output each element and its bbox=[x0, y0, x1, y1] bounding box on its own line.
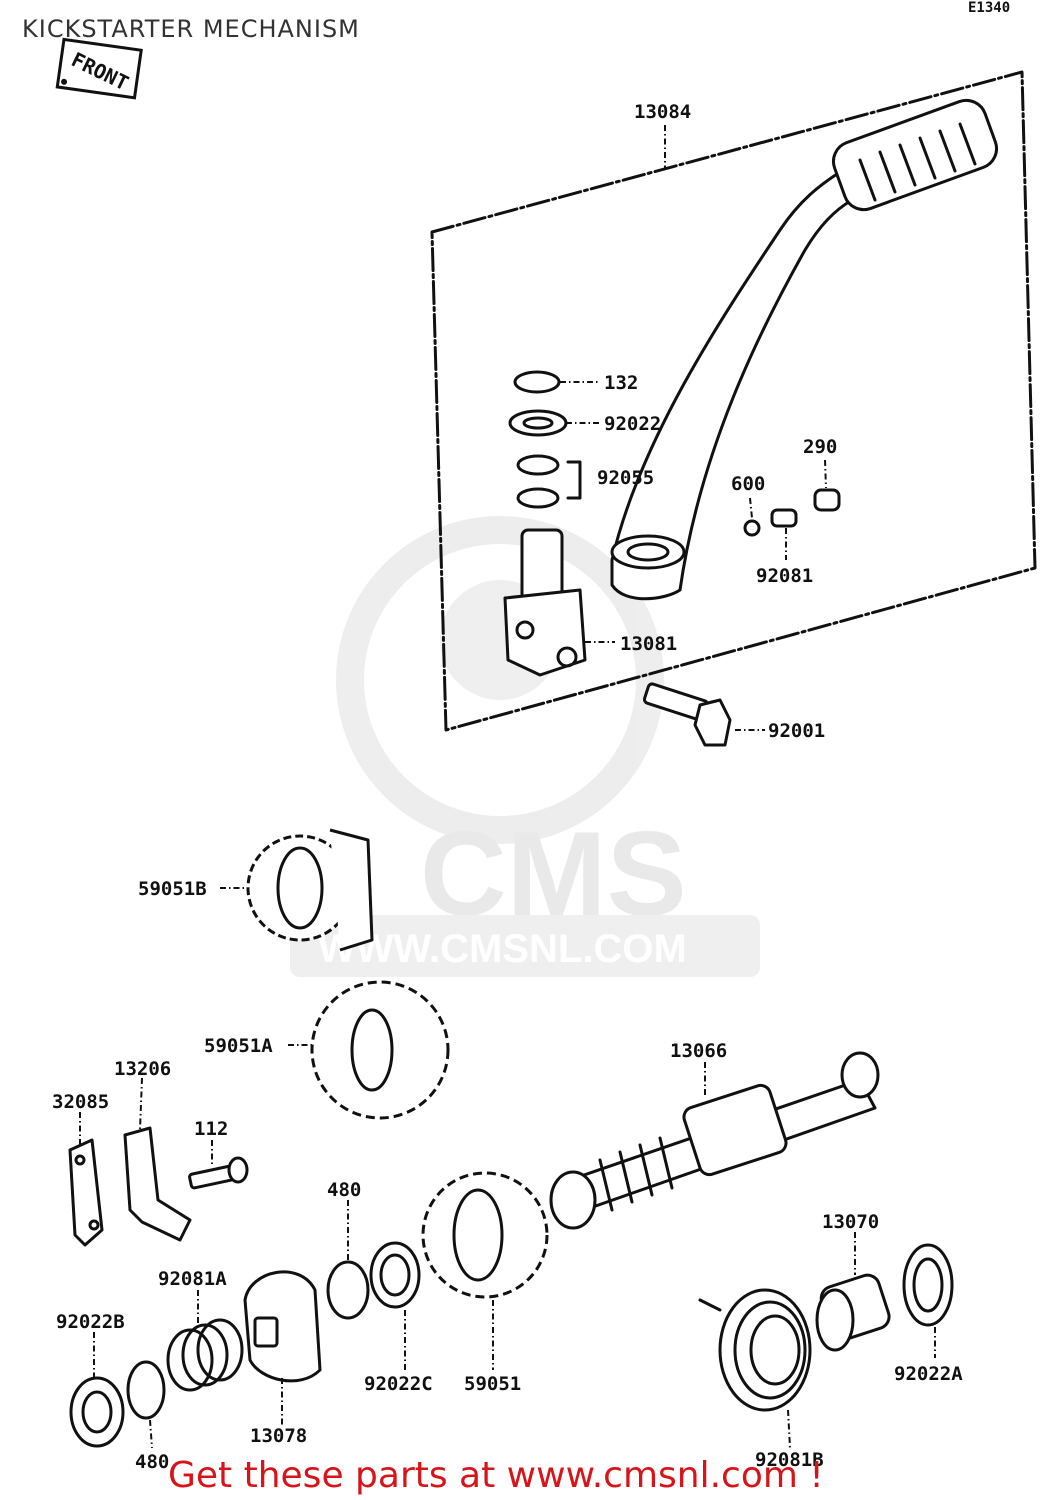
diagram-title: KICKSTARTER MECHANISM bbox=[22, 15, 360, 43]
label-92022c: 92022C bbox=[364, 1373, 433, 1395]
label-13070: 13070 bbox=[822, 1211, 879, 1233]
footer-shop-link[interactable]: Get these parts at www.cmsnl.com ! bbox=[168, 1455, 824, 1496]
label-13066: 13066 bbox=[670, 1040, 727, 1062]
label-92081: 92081 bbox=[756, 565, 813, 587]
label-92001: 92001 bbox=[768, 720, 825, 742]
label-92022: 92022 bbox=[604, 413, 661, 435]
circlip-132 bbox=[513, 370, 561, 394]
cmsnl-watermark: CMS WWW.CMSNL.COM bbox=[290, 516, 760, 977]
label-132: 132 bbox=[604, 372, 638, 394]
part-labels: 13084 132 92022 92055 290 600 92081 1308… bbox=[52, 101, 963, 1473]
washer-92022a bbox=[902, 1243, 954, 1327]
label-92022b: 92022B bbox=[56, 1311, 125, 1333]
washer-92022c bbox=[369, 1241, 421, 1309]
label-480-upper: 480 bbox=[327, 1179, 361, 1201]
label-290: 290 bbox=[803, 436, 837, 458]
label-59051b: 59051B bbox=[138, 878, 207, 900]
washer-92022b bbox=[69, 1376, 125, 1448]
label-59051a: 59051A bbox=[204, 1035, 273, 1057]
label-92081a: 92081A bbox=[158, 1268, 227, 1290]
ratchet-13078 bbox=[243, 1270, 322, 1383]
circlip-480-upper bbox=[326, 1260, 370, 1320]
label-13206: 13206 bbox=[114, 1058, 171, 1080]
spring-92081 bbox=[770, 508, 798, 528]
label-13078: 13078 bbox=[250, 1425, 307, 1447]
spring-guide-13070 bbox=[815, 1273, 891, 1352]
kick-shaft-boss-13081 bbox=[503, 528, 587, 677]
guide-plate-32085 bbox=[68, 1138, 104, 1247]
label-13084: 13084 bbox=[634, 101, 691, 123]
label-480-lower: 480 bbox=[135, 1451, 169, 1473]
label-92081b: 92081B bbox=[755, 1449, 824, 1471]
label-59051: 59051 bbox=[464, 1373, 521, 1395]
kick-pedal-lever bbox=[610, 98, 999, 601]
spring-92081a bbox=[166, 1318, 244, 1392]
gear-59051b bbox=[246, 828, 374, 952]
guide-13206 bbox=[123, 1126, 192, 1242]
gear-59051 bbox=[421, 1171, 549, 1299]
label-600: 600 bbox=[731, 473, 765, 495]
label-32085: 32085 bbox=[52, 1091, 109, 1113]
label-112: 112 bbox=[194, 1118, 228, 1140]
leader-lines bbox=[79, 381, 936, 1449]
kick-pedal-assembly-box bbox=[430, 70, 1037, 732]
label-92022a: 92022A bbox=[894, 1363, 963, 1385]
gear-59051a bbox=[310, 980, 450, 1120]
label-92055: 92055 bbox=[597, 467, 654, 489]
label-13081: 13081 bbox=[620, 633, 677, 655]
o-rings-92055 bbox=[516, 454, 582, 509]
front-direction-badge: FRONT bbox=[55, 37, 143, 100]
circlip-480-lower bbox=[126, 1360, 166, 1420]
ball-600 bbox=[743, 519, 761, 537]
washer-92022-top bbox=[508, 409, 568, 437]
kick-shaft-13066 bbox=[549, 1051, 880, 1230]
drawing-reference-code: E1340 bbox=[968, 0, 1011, 16]
bolt-112 bbox=[188, 1156, 249, 1190]
plug-290 bbox=[813, 488, 841, 512]
watermark-url: WWW.CMSNL.COM bbox=[318, 927, 687, 971]
bolt-92001 bbox=[642, 682, 732, 747]
kick-spring-92081b bbox=[698, 1288, 812, 1412]
